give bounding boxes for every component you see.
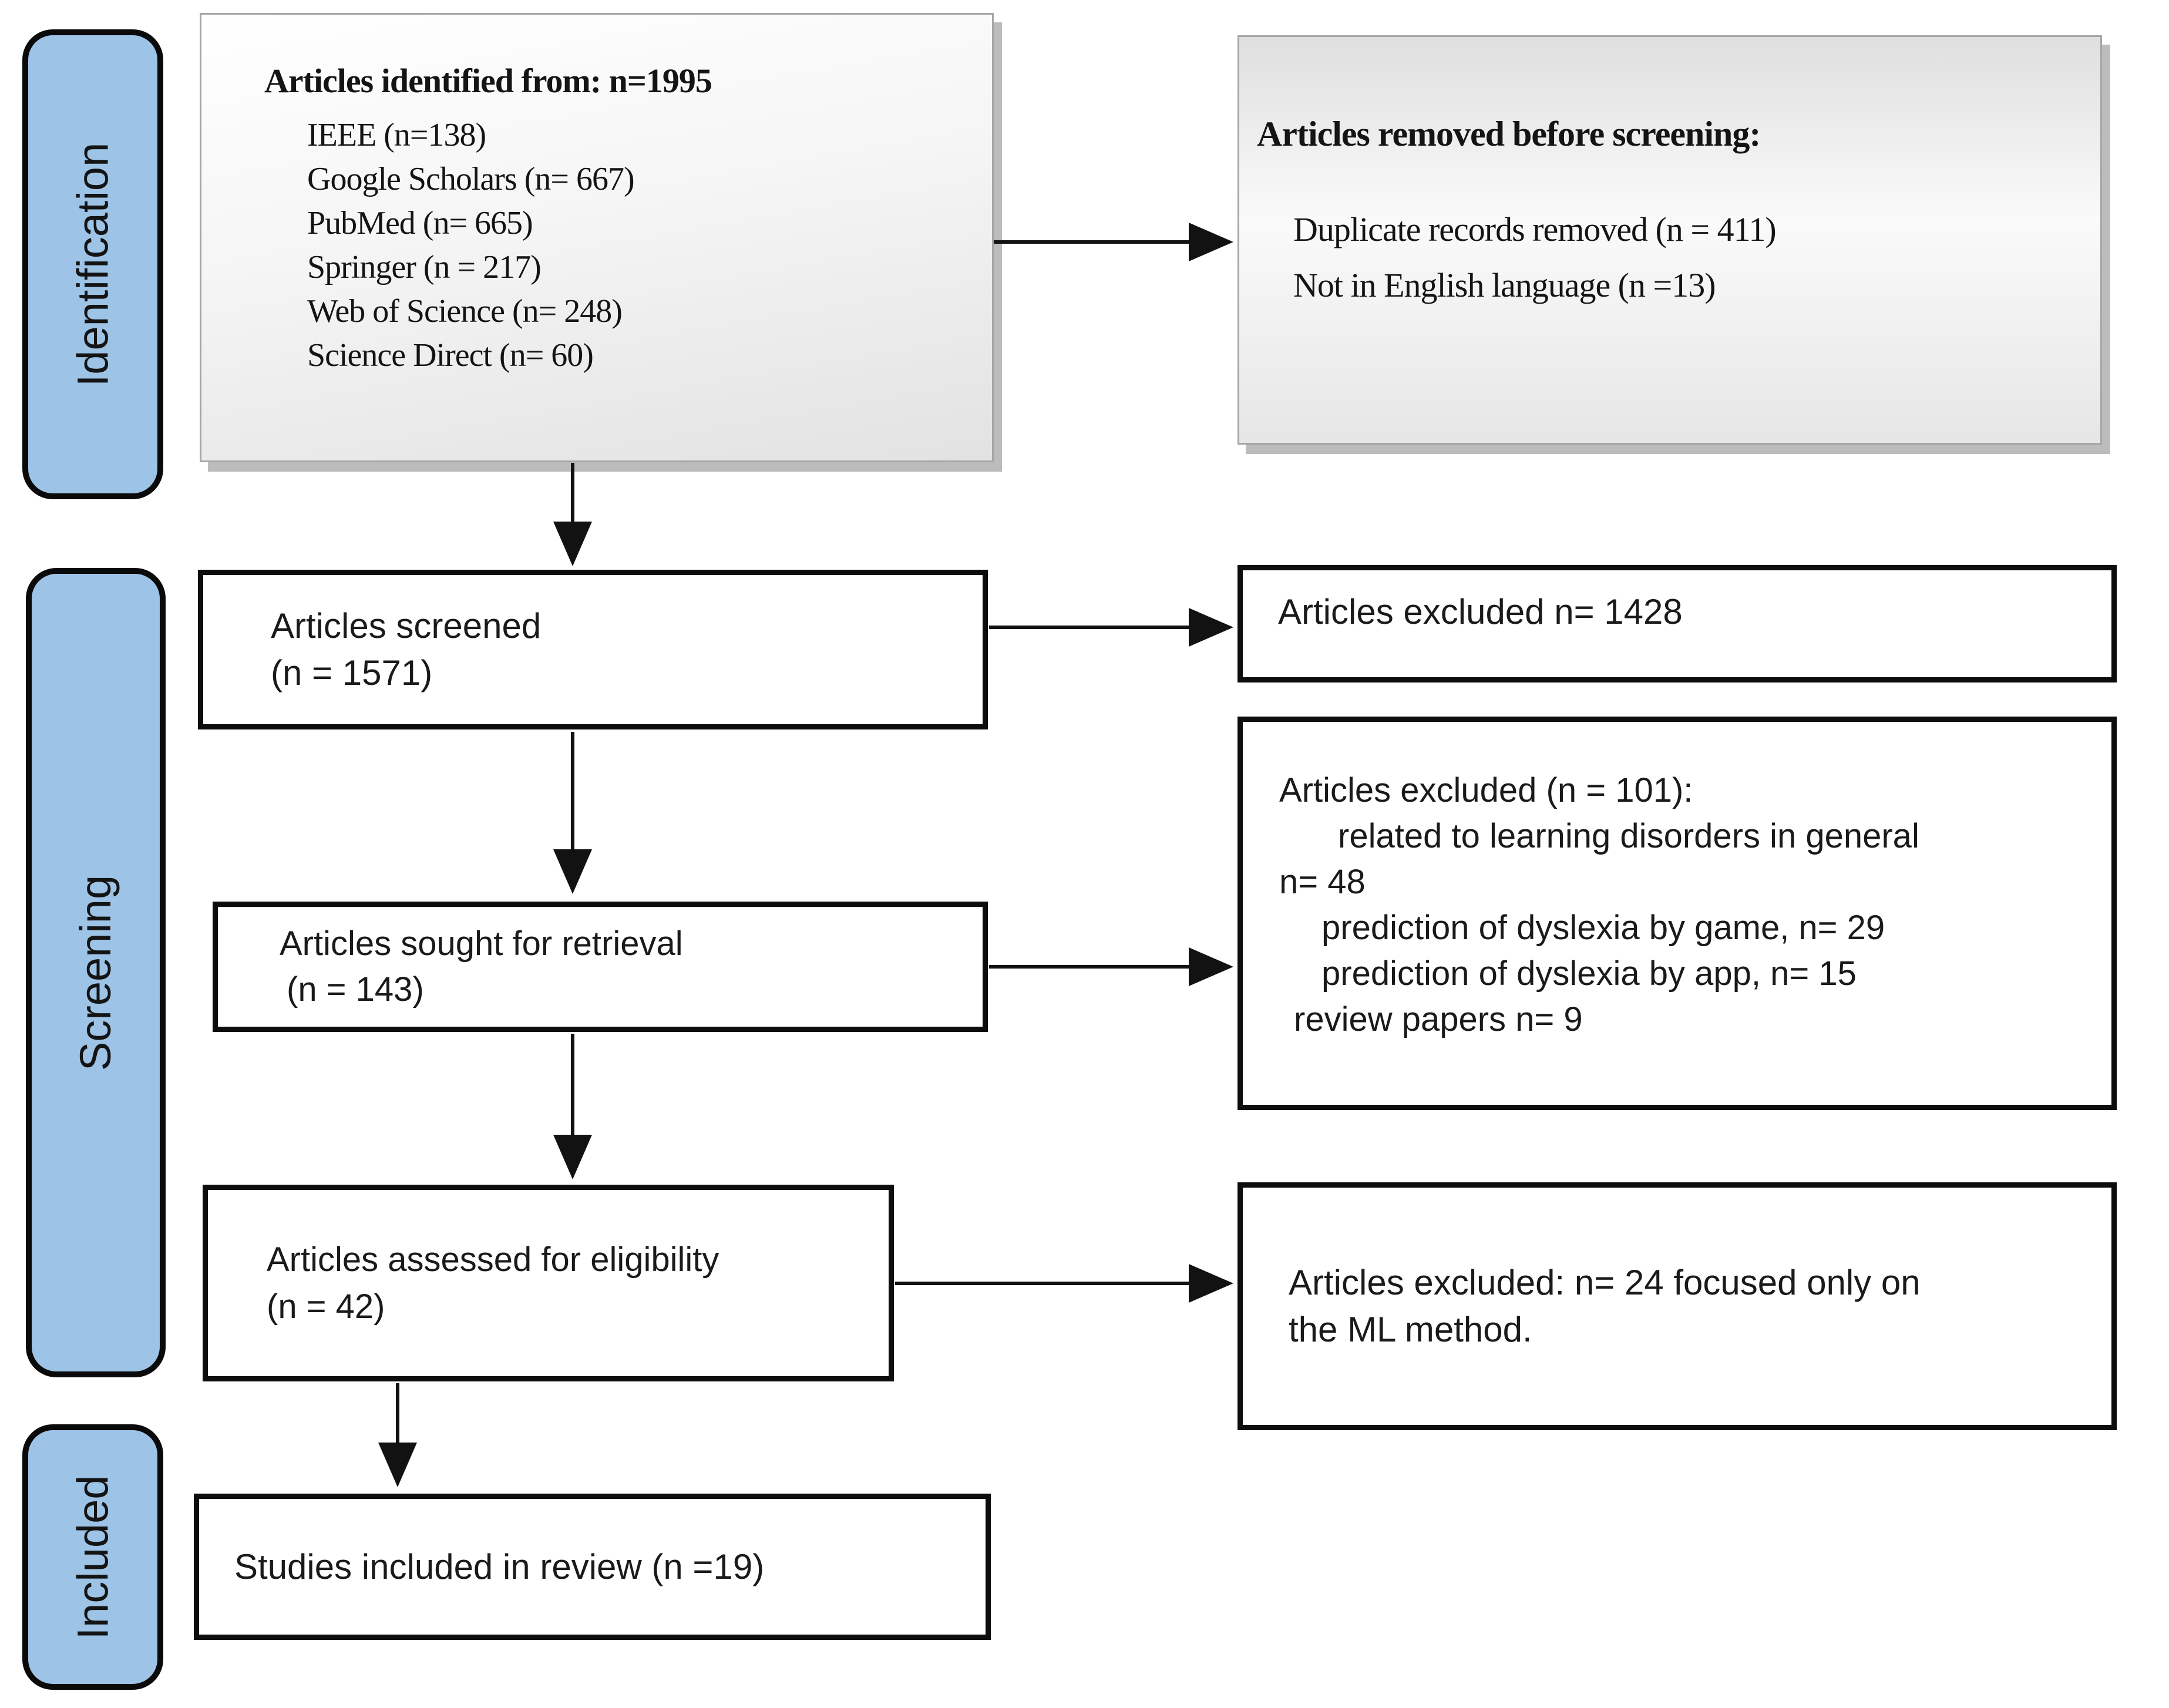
source-item-google-scholars: Google Scholars (n= 667) — [307, 161, 635, 197]
arrow-screened-to-excluded — [989, 626, 1191, 629]
source-item-ieee: IEEE (n=138) — [307, 117, 486, 153]
box-articles-removed-before-screening: Articles removed before screening: Dupli… — [1237, 35, 2102, 445]
excluded-eligibility-line2: the ML method. — [1289, 1310, 1532, 1349]
articles-screened-line1: Articles screened — [271, 606, 542, 645]
articles-removed-items: Duplicate records removed (n = 411) Not … — [1293, 201, 2100, 313]
box-articles-identified: Articles identified from: n=1995 IEEE (n… — [200, 13, 994, 462]
box-articles-excluded-screening: Articles excluded n= 1428 — [1237, 565, 2117, 682]
box-articles-excluded-retrieval: Articles excluded (n = 101): related to … — [1237, 717, 2117, 1110]
excluded-retrieval-reason-learning-disorders-count: n= 48 — [1279, 863, 1366, 901]
box-articles-assessed-eligibility: Articles assessed for eligibility (n = 4… — [203, 1185, 894, 1381]
source-item-pubmed: PubMed (n= 665) — [307, 205, 533, 241]
source-item-springer: Springer (n = 217) — [307, 249, 542, 285]
articles-removed-title: Articles removed before screening: — [1257, 115, 1761, 153]
removed-item-not-english: Not in English language (n =13) — [1293, 266, 1716, 304]
box-articles-sought-retrieval: Articles sought for retrieval (n = 143) — [213, 902, 988, 1032]
source-item-web-of-science: Web of Science (n= 248) — [307, 293, 623, 330]
box-studies-included-review: Studies included in review (n =19) — [194, 1494, 991, 1640]
articles-assessed-count: (n = 42) — [267, 1287, 385, 1326]
arrow-identified-to-screened — [571, 463, 574, 524]
stage-label-screening-text: Screening — [71, 875, 120, 1071]
excluded-eligibility-line1: Articles excluded: n= 24 focused only on — [1289, 1263, 1921, 1302]
stage-label-identification: Identification — [22, 29, 163, 499]
arrow-assessed-to-excluded — [895, 1282, 1191, 1285]
stage-label-screening: Screening — [26, 568, 166, 1377]
articles-excluded-screening-text: Articles excluded n= 1428 — [1278, 592, 1683, 631]
studies-included-text: Studies included in review (n =19) — [234, 1546, 765, 1586]
arrow-assessed-to-included — [396, 1383, 399, 1445]
arrow-sought-to-assessed — [571, 1034, 574, 1137]
articles-sought-line1: Articles sought for retrieval — [280, 924, 683, 963]
excluded-retrieval-reason-review-papers: review papers n= 9 — [1294, 1000, 1583, 1038]
stage-label-identification-text: Identification — [68, 142, 117, 386]
excluded-retrieval-reason-game: prediction of dyslexia by game, n= 29 — [1321, 909, 1885, 947]
stage-label-included-text: Included — [68, 1475, 117, 1639]
excluded-retrieval-reason-learning-disorders: related to learning disorders in general — [1338, 817, 1919, 855]
articles-sought-count: (n = 143) — [287, 970, 424, 1008]
excluded-retrieval-title: Articles excluded (n = 101): — [1279, 771, 1693, 809]
articles-screened-count: (n = 1571) — [271, 653, 433, 692]
box-articles-excluded-eligibility: Articles excluded: n= 24 focused only on… — [1237, 1182, 2117, 1430]
stage-label-included: Included — [22, 1424, 163, 1690]
arrow-identified-to-removed — [994, 240, 1191, 244]
articles-identified-title: Articles identified from: n=1995 — [264, 62, 712, 100]
articles-assessed-line1: Articles assessed for eligibility — [267, 1240, 719, 1279]
excluded-retrieval-reason-app: prediction of dyslexia by app, n= 15 — [1321, 954, 1857, 993]
box-articles-screened: Articles screened (n = 1571) — [198, 570, 988, 729]
arrow-screened-to-sought — [571, 732, 574, 852]
removed-item-duplicates: Duplicate records removed (n = 411) — [1293, 210, 1777, 248]
source-item-science-direct: Science Direct (n= 60) — [307, 337, 594, 374]
arrow-sought-to-excluded — [989, 965, 1191, 969]
articles-identified-sources: IEEE (n=138) Google Scholars (n= 667) Pu… — [307, 113, 992, 378]
